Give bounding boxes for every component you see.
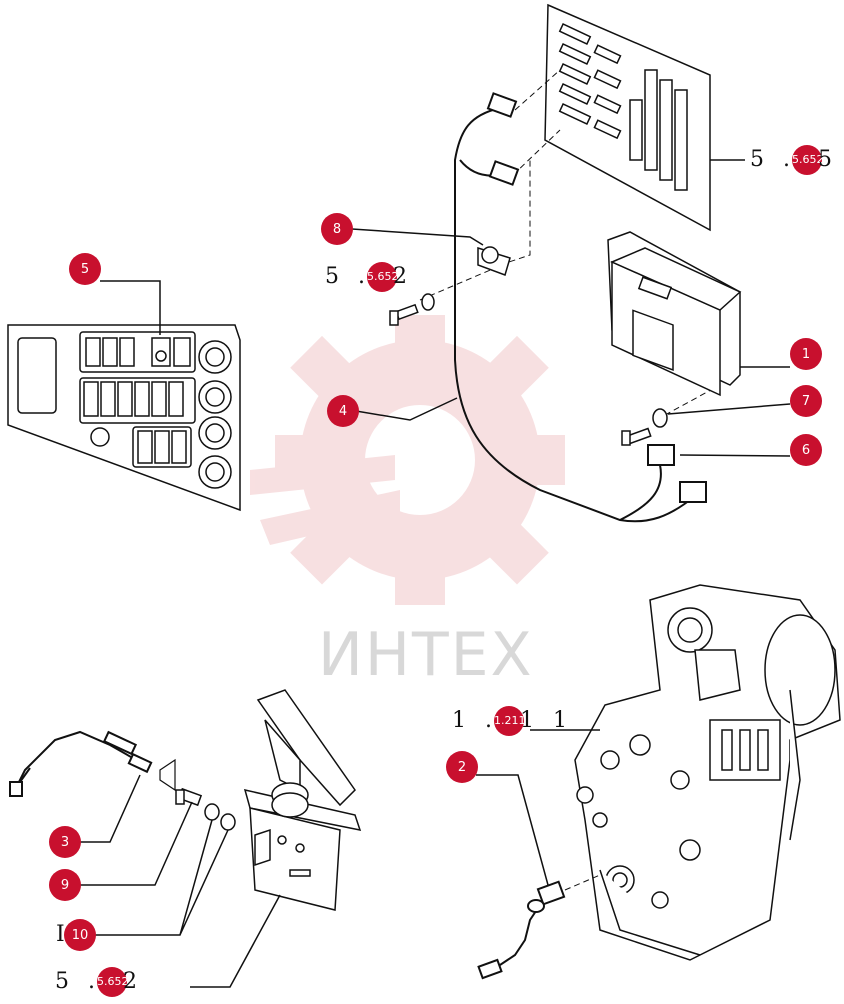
callout-8[interactable]: 8 [321, 213, 353, 245]
reference-transmission[interactable]: 1 .1.2111 1 [452, 706, 573, 736]
reference-item10-prefix: I [56, 922, 71, 947]
callout-3[interactable]: 3 [49, 826, 81, 858]
speed-sensor-cable [9, 730, 176, 797]
leader-line-3 [80, 774, 141, 843]
callout-9[interactable]: 9 [49, 869, 81, 901]
reference-prefix: 5 . [325, 264, 371, 289]
leader-line-9 [80, 801, 193, 886]
watermark-gear-logo [250, 315, 565, 605]
bolt-and-nuts [175, 787, 236, 831]
callout-5[interactable]: 5 [69, 253, 101, 285]
dashed-guide-sensor [564, 874, 601, 891]
leader-line-pedal-ref [190, 894, 281, 988]
reference-suffix: 5 [817, 147, 838, 172]
reference-badge: 5.652 [366, 262, 398, 292]
watermark-text: ИНТЕХ [318, 620, 534, 690]
leader-line-10 [95, 819, 229, 936]
reference-pedal[interactable]: 5 .5.6522 [55, 967, 143, 997]
dashboard-panel [7, 324, 241, 512]
leader-line-5 [100, 280, 161, 335]
callout-2[interactable]: 2 [446, 751, 478, 783]
reference-board[interactable]: 5 .5.6525 [750, 145, 838, 175]
reference-clip[interactable]: 5 .5.6522 [325, 262, 413, 292]
leader-line-8 [351, 228, 484, 246]
leader-line-7 [667, 403, 791, 415]
reference-suffix: 1 1 [519, 708, 573, 733]
leader-line-6 [679, 454, 791, 457]
reference-suffix: 2 [392, 264, 413, 289]
callout-10[interactable]: 10 [64, 919, 96, 951]
pedal-assembly [243, 689, 362, 911]
reference-suffix: 2 [122, 969, 143, 994]
callout-6[interactable]: 6 [790, 434, 822, 466]
reference-prefix: 5 . [55, 969, 101, 994]
callout-1[interactable]: 1 [790, 338, 822, 370]
bolt-and-washer [389, 293, 435, 326]
reference-prefix: 1 . [452, 708, 498, 733]
reference-prefix: 5 . [750, 147, 796, 172]
wire-harness [454, 92, 707, 523]
reference-badge: 5.652 [791, 145, 823, 175]
transmission-assembly [574, 584, 841, 961]
leader-line-4 [355, 397, 458, 421]
transmission-sensor [477, 880, 566, 980]
callout-7[interactable]: 7 [790, 385, 822, 417]
callout-4[interactable]: 4 [327, 395, 359, 427]
reference-badge: 1.211 [493, 706, 525, 736]
circuit-board [544, 3, 711, 232]
control-unit [607, 231, 742, 397]
reference-badge: 5.652 [96, 967, 128, 997]
washer-and-bolt-unit [621, 408, 668, 446]
leader-line-2 [476, 774, 549, 886]
cable-clip [477, 246, 511, 276]
